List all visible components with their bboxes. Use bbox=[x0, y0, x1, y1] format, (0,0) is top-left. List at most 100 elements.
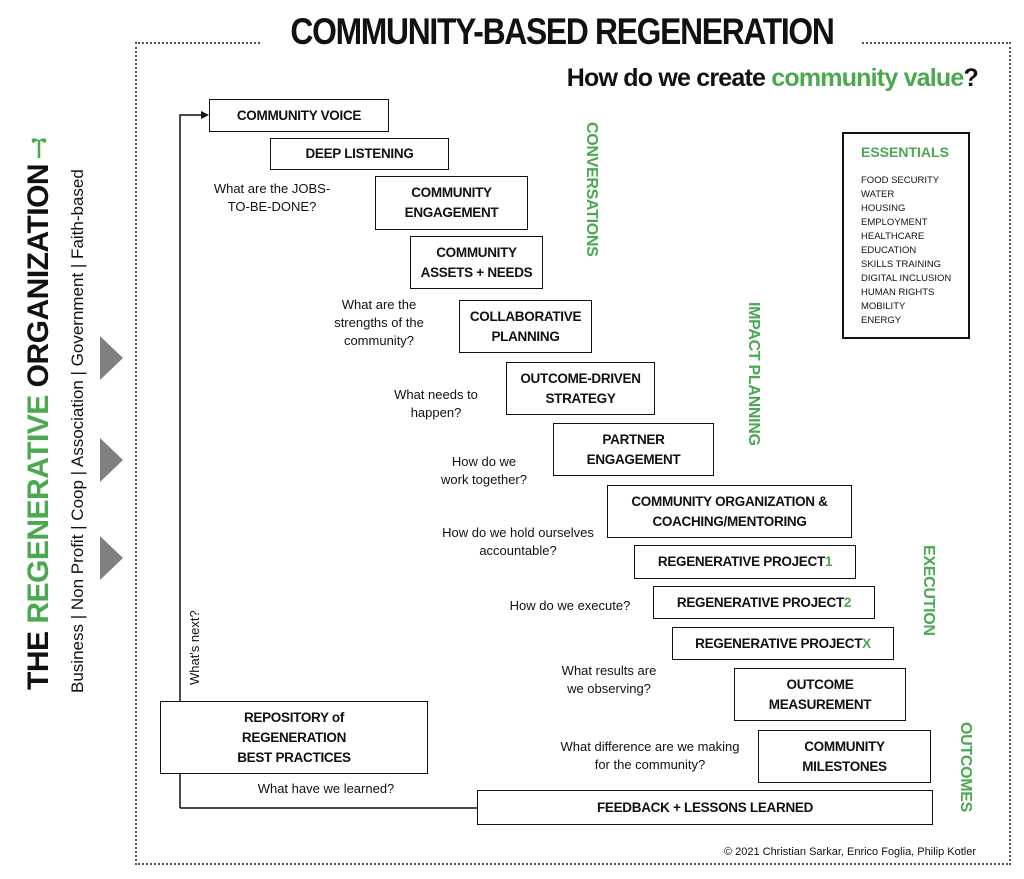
question-execute: How do we execute? bbox=[500, 597, 640, 615]
box-community-voice: COMMUNITY VOICE bbox=[209, 99, 389, 132]
box-label: COMMUNITY bbox=[804, 738, 885, 754]
box-label: BEST PRACTICES bbox=[237, 749, 351, 765]
box-label: REGENERATION bbox=[241, 729, 347, 745]
question-line: What's next? bbox=[187, 610, 202, 685]
project-number: X bbox=[862, 635, 871, 651]
question-line: community? bbox=[343, 333, 415, 348]
box-repository: REPOSITORY of REGENERATION BEST PRACTICES bbox=[160, 701, 428, 774]
box-regenerative-project-1: REGENERATIVE PROJECT 1 bbox=[634, 545, 856, 579]
box-label: COMMUNITY bbox=[411, 185, 492, 200]
box-label: COMMUNITY bbox=[436, 244, 517, 260]
box-deep-listening: DEEP LISTENING bbox=[270, 138, 449, 170]
box-label: FEEDBACK + LESSONS LEARNED bbox=[596, 799, 814, 815]
question-strengths: What are the strengths of the community? bbox=[314, 296, 444, 350]
box-label: OUTCOME bbox=[786, 676, 854, 692]
question-needs: What needs to happen? bbox=[381, 386, 491, 422]
side-title: THE REGENERATIVE ORGANIZATION bbox=[22, 134, 56, 690]
question-line: What have we learned? bbox=[257, 781, 395, 796]
phase-impact-planning: IMPACT PLANNING bbox=[745, 302, 762, 446]
question-line: What are the JOBS- bbox=[213, 181, 331, 196]
essentials-item: MOBILITY bbox=[861, 301, 906, 312]
question-difference: What difference are we making for the com… bbox=[552, 738, 748, 774]
question-line: What difference are we making bbox=[560, 739, 740, 754]
box-label: DEEP LISTENING bbox=[305, 146, 414, 161]
question-line: What results are bbox=[561, 663, 657, 678]
essentials-list: FOOD SECURITY WATER HOUSING EMPLOYMENT HEALT… bbox=[861, 174, 968, 328]
arrow-right-icon bbox=[100, 438, 123, 482]
essentials-item: WATER bbox=[861, 189, 895, 200]
essentials-item: SKILLS TRAINING bbox=[861, 259, 942, 270]
box-outcome-measurement: OUTCOME MEASUREMENT bbox=[734, 668, 906, 721]
box-outcome-driven-strategy: OUTCOME-DRIVEN STRATEGY bbox=[506, 362, 655, 415]
question-line: How do we hold ourselves bbox=[442, 525, 594, 540]
box-label: REGENERATIVE PROJECT bbox=[657, 554, 825, 569]
question-line: work together? bbox=[441, 472, 527, 487]
box-label: MEASUREMENT bbox=[768, 696, 872, 712]
box-collaborative-planning: COLLABORATIVE PLANNING bbox=[459, 300, 592, 353]
subtitle-prefix: How do we create bbox=[566, 64, 772, 92]
box-label: ENGAGEMENT bbox=[404, 205, 499, 220]
question-line: What are the bbox=[341, 297, 417, 312]
essentials-item: EMPLOYMENT bbox=[861, 217, 928, 228]
essentials-item: DIGITAL INCLUSION bbox=[861, 273, 952, 284]
question-line: How do we bbox=[451, 454, 517, 469]
question-results: What results are we observing? bbox=[550, 662, 668, 698]
question-line: TO-BE-DONE? bbox=[227, 199, 317, 214]
box-community-milestones: COMMUNITY MILESTONES bbox=[758, 730, 931, 783]
box-community-assets-needs: COMMUNITY ASSETS + NEEDS bbox=[410, 236, 543, 289]
box-label: COLLABORATIVE bbox=[469, 308, 582, 324]
essentials-item: FOOD SECURITY bbox=[861, 175, 940, 186]
box-partner-engagement: PARTNER ENGAGEMENT bbox=[553, 423, 714, 476]
subtitle: How do we create community value? bbox=[566, 64, 979, 92]
essentials-item: HOUSING bbox=[861, 203, 906, 214]
arrow-right-icon bbox=[100, 336, 123, 380]
question-line: How do we execute? bbox=[509, 598, 631, 613]
page-title: COMMUNITY-BASED REGENERATION bbox=[290, 11, 834, 52]
box-label: REPOSITORY of bbox=[243, 709, 345, 725]
question-line: happen? bbox=[410, 405, 462, 420]
box-regenerative-project-2: REGENERATIVE PROJECT 2 bbox=[653, 586, 875, 619]
essentials-title: ESSENTIALS bbox=[861, 144, 949, 160]
box-community-engagement: COMMUNITY ENGAGEMENT bbox=[375, 176, 528, 230]
box-label: ENGAGEMENT bbox=[586, 451, 681, 467]
box-label: PLANNING bbox=[491, 328, 560, 344]
title-backdrop bbox=[262, 30, 862, 60]
phase-outcomes: OUTCOMES bbox=[957, 722, 974, 813]
project-number: 2 bbox=[843, 594, 852, 610]
question-line: strengths of the bbox=[334, 315, 424, 330]
essentials-item: ENERGY bbox=[861, 315, 902, 326]
box-label: REGENERATIVE PROJECT bbox=[676, 594, 844, 610]
essentials-item: HEALTHCARE bbox=[861, 231, 925, 242]
box-community-organization: COMMUNITY ORGANIZATION & COACHING/MENTORI… bbox=[607, 485, 852, 538]
box-label: MILESTONES bbox=[802, 758, 887, 774]
phase-conversations: CONVERSATIONS bbox=[583, 122, 600, 257]
box-regenerative-project-x: REGENERATIVE PROJECT X bbox=[672, 627, 894, 660]
box-label: OUTCOME-DRIVEN bbox=[520, 370, 641, 386]
question-accountable: How do we hold ourselves accountable? bbox=[436, 524, 600, 560]
phase-execution: EXECUTION bbox=[920, 545, 937, 636]
question-together: How do we work together? bbox=[424, 453, 544, 489]
box-label: COACHING/MENTORING bbox=[652, 513, 807, 529]
subtitle-highlight: community value bbox=[771, 64, 964, 92]
box-label: PARTNER bbox=[602, 431, 665, 447]
project-number: 1 bbox=[824, 554, 833, 569]
box-label: REGENERATIVE PROJECT bbox=[695, 635, 863, 651]
box-label: ASSETS + NEEDS bbox=[420, 264, 533, 280]
question-jobs: What are the JOBS- TO-BE-DONE? bbox=[202, 180, 342, 216]
sprout-icon bbox=[31, 138, 47, 158]
box-label: COMMUNITY VOICE bbox=[236, 107, 362, 123]
box-label: COMMUNITY ORGANIZATION & bbox=[631, 493, 828, 509]
arrow-right-icon bbox=[100, 536, 123, 580]
essentials-item: EDUCATION bbox=[861, 245, 917, 256]
question-learned: What have we learned? bbox=[250, 780, 402, 798]
question-line: for the community? bbox=[594, 757, 706, 772]
question-line: What needs to bbox=[394, 387, 478, 402]
subtitle-suffix: ? bbox=[963, 64, 979, 92]
essentials-panel: ESSENTIALS FOOD SECURITY WATER HOUSING EMPL… bbox=[842, 132, 970, 339]
question-line: we observing? bbox=[567, 681, 651, 696]
question-next: What's next? bbox=[186, 610, 204, 685]
box-label: STRATEGY bbox=[545, 390, 616, 406]
question-line: accountable? bbox=[479, 543, 557, 558]
box-feedback-lessons: FEEDBACK + LESSONS LEARNED bbox=[477, 790, 933, 825]
